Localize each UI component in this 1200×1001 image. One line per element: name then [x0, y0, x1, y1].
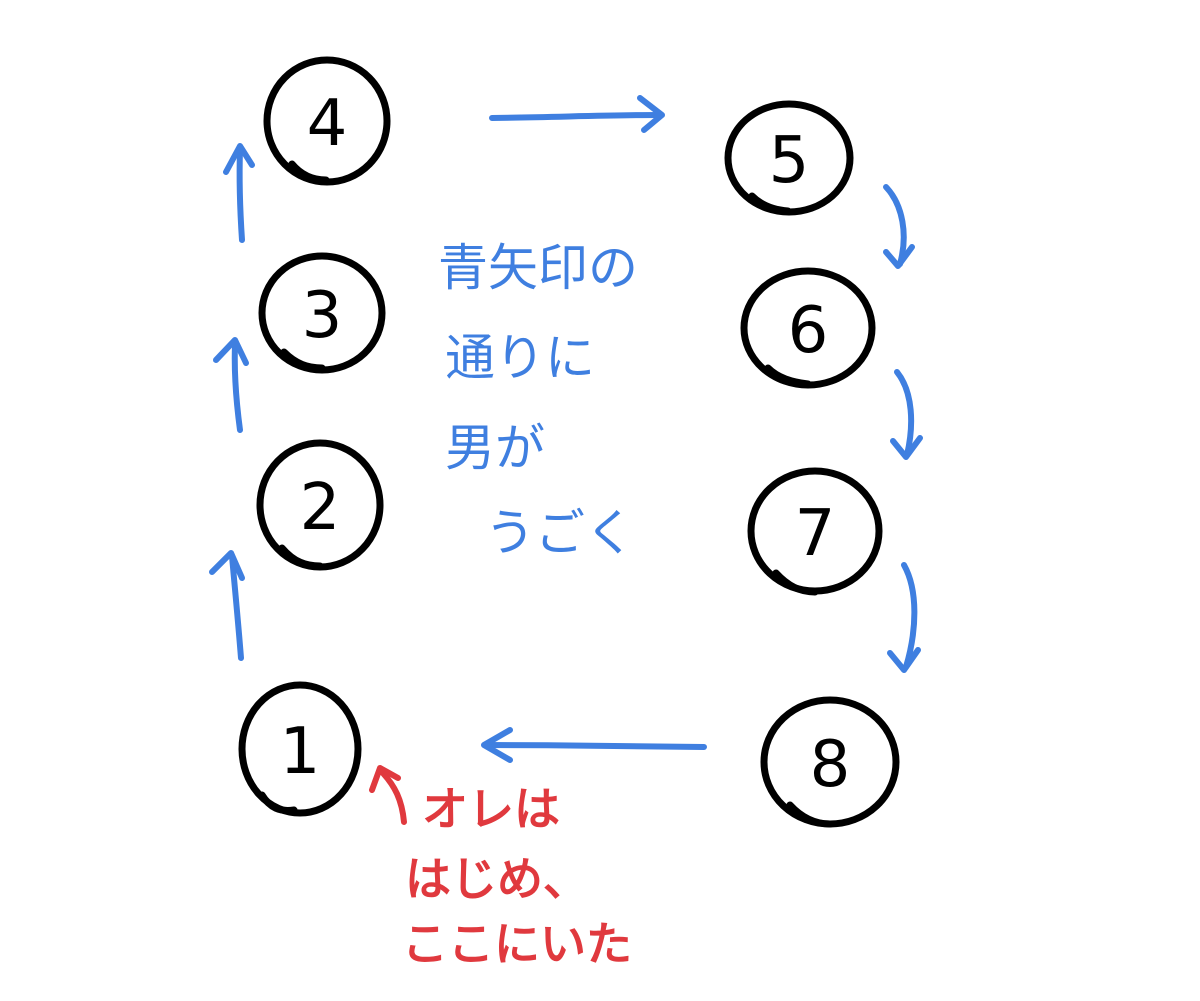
node-ring-tail — [278, 544, 324, 570]
node-ring-tail — [764, 364, 812, 388]
node-number: 7 — [795, 497, 836, 571]
arrow-2-to-3 — [231, 342, 243, 433]
node-ring-tail — [258, 791, 298, 814]
arrow-5-to-6 — [883, 184, 907, 267]
blue-note-line-2: 通りに — [445, 329, 595, 387]
arrow-7-to-8 — [901, 562, 918, 670]
node-ring — [238, 681, 362, 817]
arrowhead-5-to-6 — [883, 244, 915, 269]
node-number: 2 — [300, 471, 341, 545]
node-number: 4 — [307, 87, 348, 161]
blue-note-line-4: うごく — [485, 504, 635, 562]
red-note-line-3: ここにいた — [402, 917, 632, 971]
blue-note-line-3: 男が — [445, 419, 545, 477]
node-2: 2 — [256, 439, 384, 571]
node-8: 8 — [760, 696, 900, 828]
node-6: 6 — [740, 267, 876, 389]
node-number: 3 — [302, 279, 343, 353]
red-pointer-arrow — [369, 765, 407, 825]
arrowhead-8-to-1 — [481, 727, 513, 763]
arrow-1-to-2 — [229, 553, 244, 661]
blue-note-line-1: 青矢印の — [438, 239, 638, 297]
node-number: 5 — [769, 124, 810, 198]
arrow-6-to-7 — [894, 369, 915, 458]
node-ring-tail — [748, 192, 792, 215]
red-note-line-2: はじめ、 — [405, 852, 589, 906]
node-7: 7 — [747, 467, 883, 596]
red-pointer-shaft — [379, 769, 407, 825]
arrow-8-to-1 — [483, 742, 707, 750]
arrowhead-6-to-7 — [890, 435, 923, 460]
node-number: 1 — [280, 715, 321, 789]
red-pointer-head — [369, 765, 401, 793]
nodes: 1 2 3 4 5 6 7 — [238, 56, 900, 828]
node-ring-tail — [786, 801, 834, 828]
arrowhead-1-to-2 — [209, 550, 245, 581]
flow-arrows — [209, 95, 923, 763]
node-ring-tail — [772, 569, 819, 596]
node-3: 3 — [258, 252, 386, 374]
arrow-3-to-4 — [236, 147, 245, 243]
arrowhead-4-to-5 — [637, 95, 665, 133]
node-ring-tail — [288, 160, 330, 184]
arrowhead-3-to-4 — [223, 143, 255, 175]
blue-note: 青矢印の 通りに 男が うごく — [438, 239, 638, 562]
node-4: 4 — [263, 56, 391, 186]
arrowhead-2-to-3 — [213, 337, 249, 366]
arrowhead-7-to-8 — [887, 647, 921, 673]
red-note: オレは はじめ、 ここにいた — [402, 782, 632, 971]
node-ring-tail — [280, 348, 326, 372]
arrow-4-to-5 — [489, 112, 663, 121]
red-note-line-1: オレは — [422, 782, 560, 836]
node-5: 5 — [724, 100, 854, 216]
node-number: 8 — [810, 728, 851, 802]
node-number: 6 — [788, 294, 829, 368]
node-1: 1 — [238, 681, 362, 817]
